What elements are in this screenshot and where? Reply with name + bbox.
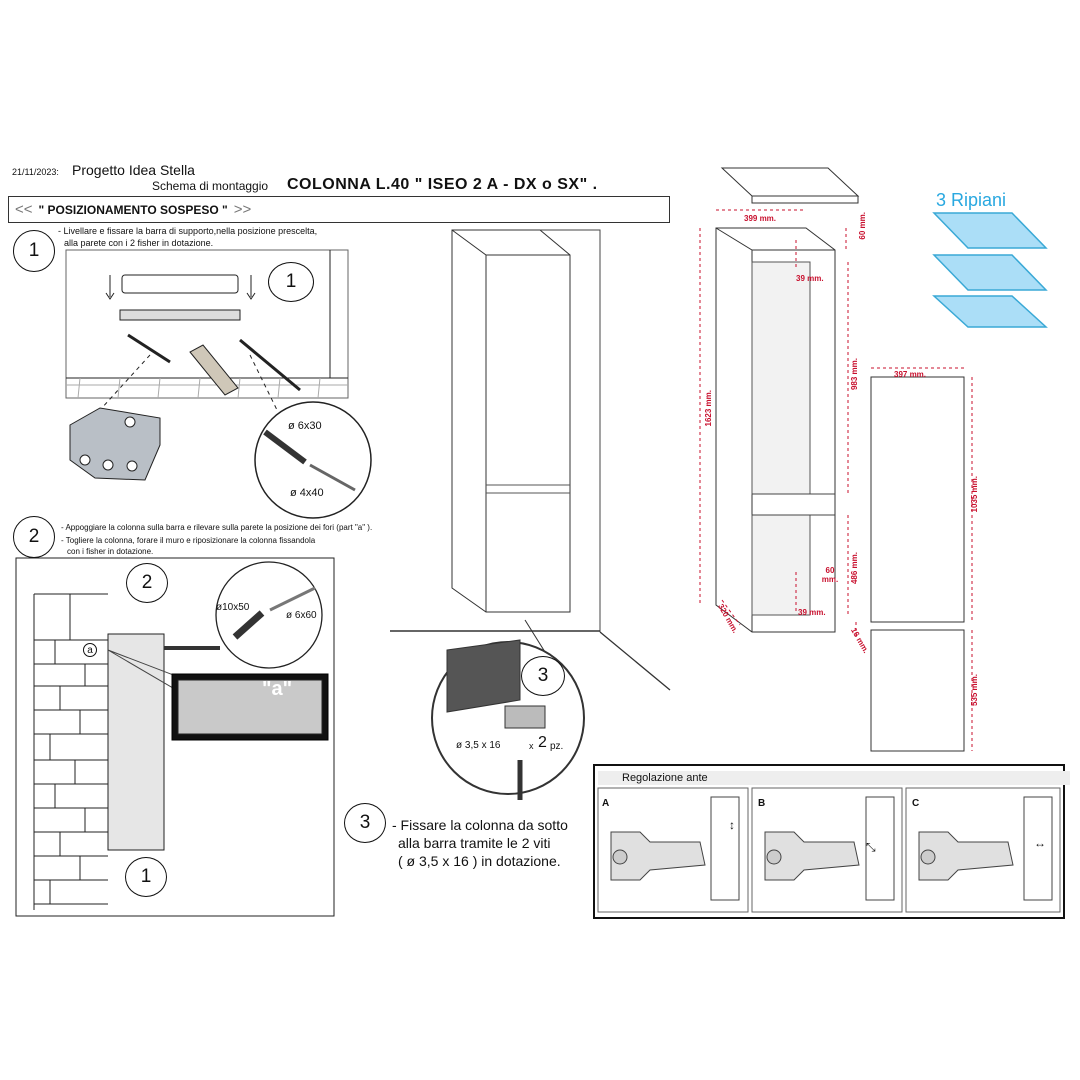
step2-inner-number: 2	[126, 563, 168, 603]
vertical-adjust-icon: ↕	[729, 818, 735, 832]
page-title: COLONNA L.40 " ISEO 2 A - DX o SX" .	[287, 176, 598, 193]
banner-text: " POSIZIONAMENTO SOSPESO "	[38, 202, 228, 217]
photo-label-a: "a"	[262, 678, 293, 700]
screw-label-10x50: ø10x50	[216, 602, 250, 613]
panel-a-letter: A	[602, 798, 610, 809]
bracket-illustration	[69, 407, 161, 481]
date: 21/11/2023:	[12, 167, 59, 177]
subtitle: Schema di montaggio	[152, 179, 269, 193]
step2-wall	[15, 557, 335, 917]
dim-plinth: 60 mm.	[821, 566, 839, 584]
step2-text-2: - Togliere la colonna, forare il muro e …	[61, 536, 316, 545]
step3-text-1: - Fissare la colonna da sotto	[392, 817, 568, 833]
step1-illustration	[65, 249, 349, 413]
dim-plinth-gap: 39 mm.	[798, 608, 826, 617]
step2-bottom-number: 1	[125, 857, 167, 897]
technical-elevation	[715, 167, 965, 752]
depth-adjust-icon: ⤡	[866, 840, 876, 854]
regolazione-title: Regolazione ante	[598, 771, 1070, 785]
dim-height-total: 1623 mm.	[704, 390, 713, 427]
step2-text-1: - Appoggiare la colonna sulla barra e ri…	[61, 523, 373, 532]
shelves-illustration	[932, 212, 1048, 328]
step1-number: 1	[13, 230, 55, 272]
panel-b-letter: B	[758, 798, 766, 809]
step3-screw-spec: ø 3,5 x 16	[456, 740, 501, 751]
dimension-lines	[699, 209, 973, 751]
part-a-marker: a	[83, 643, 97, 657]
step3-quantity-x: x	[529, 741, 534, 751]
step3-text-3: ( ø 3,5 x 16 ) in dotazione.	[398, 853, 561, 869]
project-name: Progetto Idea Stella	[72, 162, 195, 178]
regolazione-box	[593, 764, 1065, 919]
screw-detail-circle	[254, 401, 372, 519]
step2-text-3: con i fisher in dotazione.	[67, 547, 154, 556]
screw-label-6x30: ø 6x30	[288, 420, 322, 432]
screw-label-4x40: ø 4x40	[290, 487, 324, 499]
lateral-adjust-icon: ↔	[1034, 836, 1046, 850]
step1-inner-number: 1	[268, 262, 314, 302]
step3-number: 3	[344, 803, 386, 843]
banner-left-chevrons: <<	[15, 201, 33, 218]
dim-door-width: 397 mm.	[894, 370, 927, 379]
step1-text-2: alla parete con i 2 fisher in dotazione.	[64, 238, 214, 248]
section-banner: << " POSIZIONAMENTO SOSPESO " >>	[8, 196, 670, 223]
screw-label-6x60: ø 6x60	[286, 610, 317, 621]
panel-c-letter: C	[912, 798, 920, 809]
step1-text-1: - Livellare e fissare la barra di suppor…	[58, 226, 318, 236]
cabinet-perspective	[390, 229, 671, 800]
shelves-title: 3 Ripiani	[936, 190, 1007, 210]
dim-side-gap: 39 mm.	[796, 274, 824, 283]
step3-quantity: 2	[538, 734, 547, 751]
step3-text-2: alla barra tramite le 2 viti	[398, 835, 551, 851]
dim-top-thickness: 60 mm.	[858, 212, 867, 240]
dim-lower-compartment: 486 mm.	[850, 552, 859, 585]
dim-top-width: 399 mm.	[744, 214, 777, 223]
dim-door-lower-height: 535 mm.	[970, 674, 979, 707]
banner-right-chevrons: >>	[233, 201, 252, 218]
dim-upper-compartment: 983 mm.	[850, 358, 859, 391]
step3-quantity-unit: pz.	[550, 741, 564, 752]
step2-number: 2	[13, 516, 55, 558]
dim-door-upper-height: 1035 mm.	[970, 476, 979, 513]
step3-inner-number: 3	[521, 656, 565, 696]
